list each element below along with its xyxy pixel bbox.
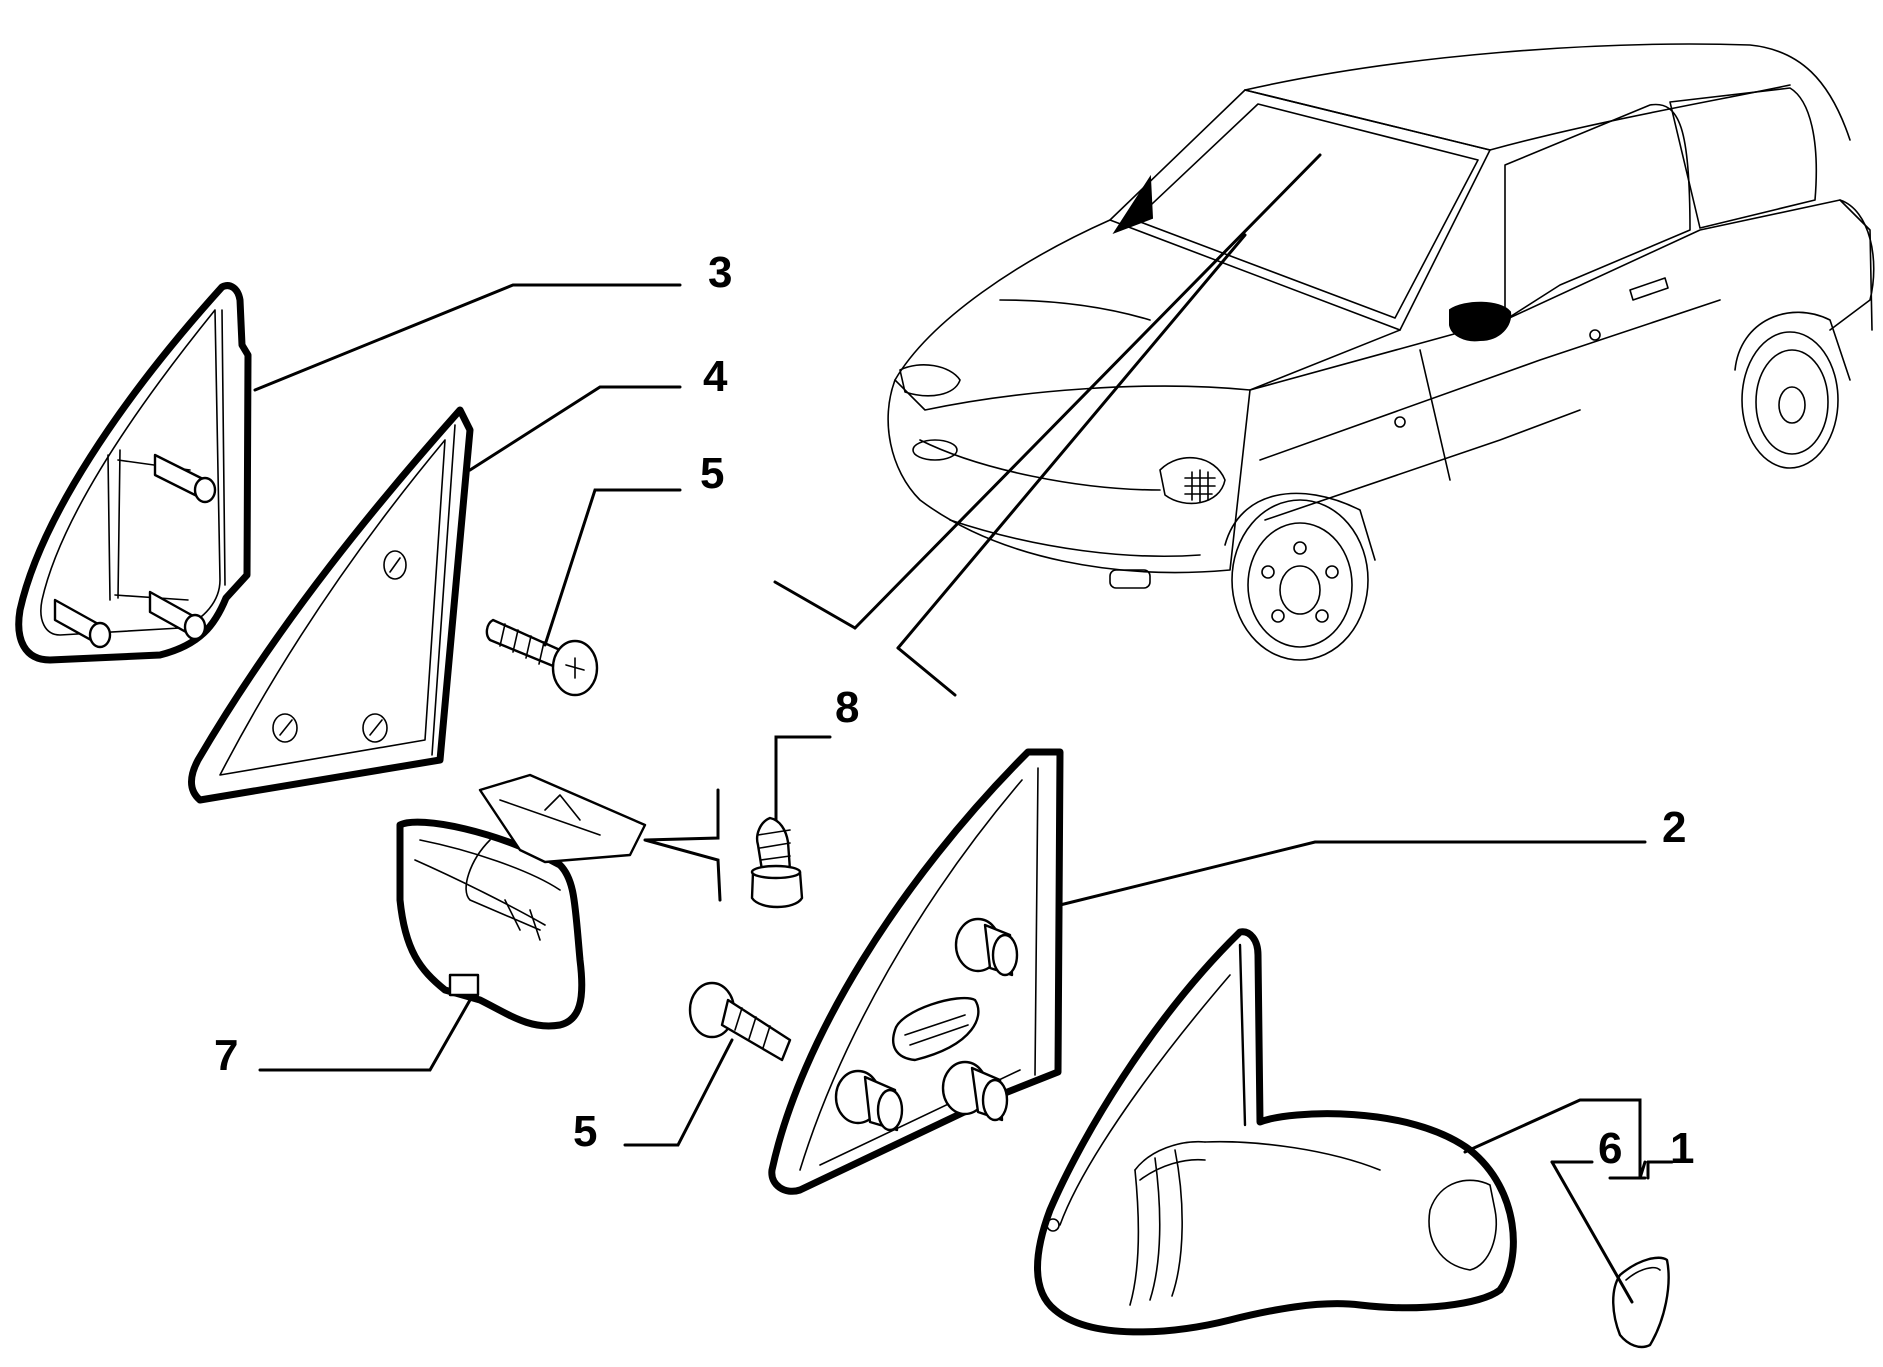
part-1-mirror-assembly bbox=[1034, 928, 1517, 1336]
part-4-inner-plate bbox=[188, 406, 474, 804]
part-3-peg bbox=[153, 453, 217, 504]
leader-part-2 bbox=[1058, 840, 1647, 907]
leader-part-4 bbox=[468, 385, 682, 472]
part-3-trim-cover bbox=[15, 282, 252, 664]
part-2-stud bbox=[834, 1069, 904, 1132]
leader-part-7 bbox=[258, 998, 472, 1072]
part-3-peg bbox=[53, 598, 112, 649]
callout-part-3: 3 bbox=[708, 248, 732, 297]
callout-part-7: 7 bbox=[214, 1031, 238, 1080]
part-8-self-tapping-screw bbox=[750, 816, 804, 909]
leader-part-8 bbox=[774, 735, 832, 822]
car-illustration bbox=[887, 43, 1875, 661]
callout-part-5-lower: 5 bbox=[573, 1107, 597, 1156]
callout-part-4: 4 bbox=[703, 352, 728, 401]
part-5-screw-upper bbox=[485, 618, 599, 697]
leader-part-1 bbox=[1463, 1098, 1642, 1180]
part-5-screw-lower bbox=[688, 981, 792, 1062]
part-3-peg bbox=[148, 590, 207, 641]
callout-part-6: 6 bbox=[1598, 1124, 1622, 1173]
callout-labels: 3 4 5 8 2 7 5 6 1 bbox=[214, 248, 1694, 1173]
callout-part-5-upper: 5 bbox=[700, 449, 724, 498]
leader-part-5-lower bbox=[623, 1038, 734, 1147]
leader-part-5-upper bbox=[543, 488, 682, 647]
leader-part-6 bbox=[1608, 1160, 1674, 1180]
leader-lines bbox=[253, 283, 1674, 1304]
car-to-detail-leader bbox=[773, 153, 1322, 697]
part-2-stud bbox=[954, 917, 1019, 977]
callout-part-1: 1 bbox=[1670, 1124, 1694, 1173]
part-2-foam-pad bbox=[892, 996, 980, 1062]
part-6-cap bbox=[1612, 1256, 1670, 1349]
leader-part-3 bbox=[253, 283, 682, 392]
part-2-stud bbox=[941, 1060, 1009, 1122]
part-2-mount-plate bbox=[768, 748, 1064, 1195]
part-7-mounting-base bbox=[396, 773, 647, 1030]
leader-bracket-7-8 bbox=[643, 788, 722, 902]
callout-part-2: 2 bbox=[1662, 803, 1686, 852]
callout-part-8: 8 bbox=[835, 683, 859, 732]
